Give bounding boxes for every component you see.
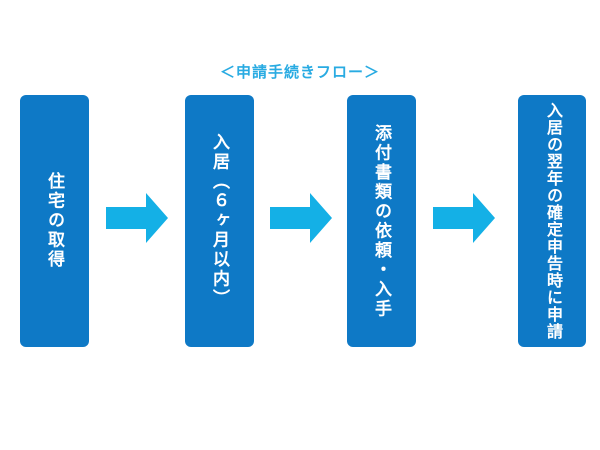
flow-step-label: 添付書類の依頼・入手 xyxy=(372,123,391,319)
page-title: ＜申請手続きフロー＞ xyxy=(219,64,380,81)
right-arrow-icon xyxy=(433,193,495,243)
flow-step-label: 入居（６ヶ月以内） xyxy=(210,133,229,309)
right-arrow-icon xyxy=(106,193,168,243)
flow-step-label: 入居の翌年の確定申告時に申請 xyxy=(544,102,561,340)
flow-step-housing-acquisition: 住宅の取得 xyxy=(20,95,89,347)
flow-step-tax-return-application: 入居の翌年の確定申告時に申請 xyxy=(518,95,586,347)
flow-step-move-in: 入居（６ヶ月以内） xyxy=(185,95,254,347)
flow-step-attached-documents: 添付書類の依頼・入手 xyxy=(347,95,416,347)
right-arrow-icon xyxy=(270,193,332,243)
flow-step-label: 住宅の取得 xyxy=(45,172,64,270)
